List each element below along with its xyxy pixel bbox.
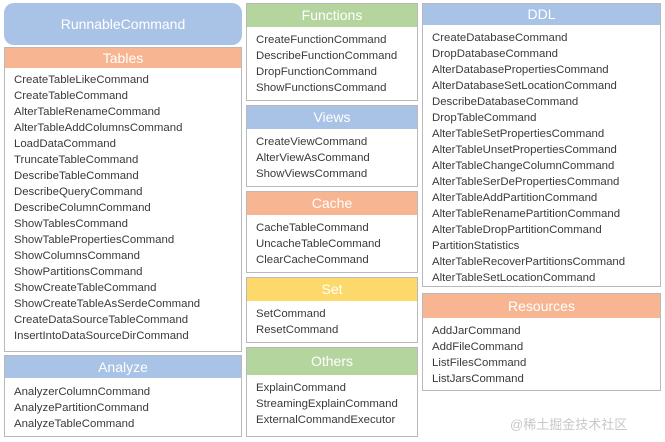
watermark: @稀土掘金技术社区 xyxy=(510,417,628,432)
list-item: CreateDatabaseCommand xyxy=(432,32,568,44)
resources-panel: Resources AddJarCommand AddFileCommand L… xyxy=(422,293,661,391)
list-item: AnalyzeTableCommand xyxy=(14,418,135,430)
others-header: Others xyxy=(247,348,417,376)
runnable-command-node: RunnableCommand xyxy=(4,3,242,45)
list-item: CreateViewCommand xyxy=(256,136,368,148)
list-item: InsertIntoDataSourceDirCommand xyxy=(14,330,189,342)
list-item: LoadDataCommand xyxy=(14,138,116,150)
list-item: StreamingExplainCommand xyxy=(256,398,398,410)
list-item: PartitionStatistics xyxy=(432,240,520,252)
list-item: DescribeFunctionCommand xyxy=(256,50,398,62)
list-item: ShowColumnsCommand xyxy=(14,250,140,262)
analyze-panel: Analyze AnalyzerColumnCommand AnalyzePar… xyxy=(4,355,242,437)
list-item: ClearCacheCommand xyxy=(256,254,369,266)
resources-list: AddJarCommand AddFileCommand ListFilesCo… xyxy=(432,323,656,387)
list-item: AlterTableDropPartitionCommand xyxy=(432,224,602,236)
tables-panel: Tables CreateTableLikeCommand CreateTabl… xyxy=(4,47,242,352)
list-item: AddFileCommand xyxy=(432,341,524,353)
cache-header: Cache xyxy=(247,192,417,216)
list-item: AlterTableRecoverPartitionsCommand xyxy=(432,256,626,268)
others-list: ExplainCommand StreamingExplainCommand E… xyxy=(256,380,413,428)
list-item: AddJarCommand xyxy=(432,325,521,337)
list-item: AlterViewAsCommand xyxy=(256,152,370,164)
cache-panel: Cache CacheTableCommand UncacheTableComm… xyxy=(246,191,418,273)
ddl-header: DDL xyxy=(423,4,660,26)
list-item: AlterTableAddPartitionCommand xyxy=(432,192,598,204)
list-item: ShowViewsCommand xyxy=(256,168,368,180)
list-item: CreateTableLikeCommand xyxy=(14,74,149,86)
functions-panel: Functions CreateFunctionCommand Describe… xyxy=(246,3,418,101)
list-item: AlterDatabasePropertiesCommand xyxy=(432,64,609,76)
list-item: DropTableCommand xyxy=(432,112,537,124)
functions-header: Functions xyxy=(247,4,417,28)
list-item: ExplainCommand xyxy=(256,382,346,394)
list-item: ShowPartitionsCommand xyxy=(14,266,143,278)
list-item: AlterTableUnsetPropertiesCommand xyxy=(432,144,617,156)
list-item: AlterTableAddColumnsCommand xyxy=(14,122,183,134)
resources-header: Resources xyxy=(423,294,660,319)
list-item: ShowFunctionsCommand xyxy=(256,82,387,94)
list-item: DescribeTableCommand xyxy=(14,170,139,182)
list-item: UncacheTableCommand xyxy=(256,238,381,250)
list-item: CreateDataSourceTableCommand xyxy=(14,314,189,326)
analyze-header: Analyze xyxy=(5,356,241,379)
list-item: ExternalCommandExecutor xyxy=(256,414,396,426)
views-panel: Views CreateViewCommand AlterViewAsComma… xyxy=(246,105,418,187)
set-header: Set xyxy=(247,278,417,302)
list-item: TruncateTableCommand xyxy=(14,154,139,166)
list-item: AlterTableRenamePartitionCommand xyxy=(432,208,621,220)
list-item: CreateTableCommand xyxy=(14,90,128,102)
list-item: ShowTablesCommand xyxy=(14,218,128,230)
list-item: DescribeColumnCommand xyxy=(14,202,151,214)
list-item: CacheTableCommand xyxy=(256,222,369,234)
cache-list: CacheTableCommand UncacheTableCommand Cl… xyxy=(256,220,413,268)
list-item: DropFunctionCommand xyxy=(256,66,377,78)
list-item: AlterDatabaseSetLocationCommand xyxy=(432,80,617,92)
others-panel: Others ExplainCommand StreamingExplainCo… xyxy=(246,347,418,437)
list-item: ShowTablePropertiesCommand xyxy=(14,234,175,246)
list-item: ListFilesCommand xyxy=(432,357,527,369)
list-item: ResetCommand xyxy=(256,324,339,336)
ddl-panel: DDL CreateDatabaseCommand DropDatabaseCo… xyxy=(422,3,661,287)
list-item: ListJarsCommand xyxy=(432,373,524,385)
tables-list: CreateTableLikeCommand CreateTableComman… xyxy=(14,72,237,344)
ddl-list: CreateDatabaseCommand DropDatabaseComman… xyxy=(432,30,656,286)
set-list: SetCommand ResetCommand xyxy=(256,306,413,338)
list-item: AlterTableSetPropertiesCommand xyxy=(432,128,605,140)
list-item: SetCommand xyxy=(256,308,326,320)
list-item: AlterTableSetLocationCommand xyxy=(432,272,596,284)
list-item: ShowCreateTableCommand xyxy=(14,282,157,294)
list-item: DescribeQueryCommand xyxy=(14,186,143,198)
set-panel: Set SetCommand ResetCommand xyxy=(246,277,418,343)
list-item: CreateFunctionCommand xyxy=(256,34,387,46)
views-list: CreateViewCommand AlterViewAsCommand Sho… xyxy=(256,134,413,182)
list-item: DropDatabaseCommand xyxy=(432,48,558,60)
list-item: AnalyzerColumnCommand xyxy=(14,386,151,398)
list-item: AlterTableSerDePropertiesCommand xyxy=(432,176,620,188)
views-header: Views xyxy=(247,106,417,130)
list-item: AlterTableRenameCommand xyxy=(14,106,161,118)
list-item: DescribeDatabaseCommand xyxy=(432,96,579,108)
tables-header: Tables xyxy=(5,48,241,69)
list-item: AnalyzePartitionCommand xyxy=(14,402,149,414)
analyze-list: AnalyzerColumnCommand AnalyzePartitionCo… xyxy=(14,384,237,432)
list-item: AlterTableChangeColumnCommand xyxy=(432,160,615,172)
functions-list: CreateFunctionCommand DescribeFunctionCo… xyxy=(256,32,413,96)
list-item: ShowCreateTableAsSerdeCommand xyxy=(14,298,201,310)
